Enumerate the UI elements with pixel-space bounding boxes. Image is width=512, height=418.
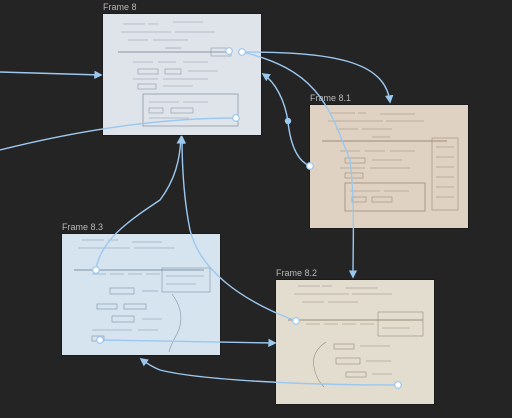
connection-frame-8-1-to-frame-8[interactable] (261, 73, 311, 167)
connection-frame-8-3-to-frame-8-2[interactable] (99, 338, 277, 348)
connection-frame-8-2-to-frame-8[interactable] (177, 135, 297, 322)
frame-8-2-sketch (288, 285, 424, 388)
connection-frame-8-to-frame-8-1[interactable] (241, 51, 394, 104)
connection-frame-8-2-to-frame-8-3[interactable] (139, 357, 399, 386)
frame-8-3-label[interactable]: Frame 8.3 (62, 222, 104, 232)
frame-8-1-label[interactable]: Frame 8.1 (310, 93, 352, 103)
frame-8[interactable] (103, 14, 261, 135)
frame-8-sketch (118, 21, 239, 127)
connection-offscreen-to-frame-8[interactable] (0, 70, 103, 79)
connection-frame-8-to-offscreen[interactable] (0, 117, 237, 151)
frame-8-1[interactable] (310, 105, 468, 228)
frame-8-3[interactable] (62, 234, 220, 355)
frame-8-2[interactable] (276, 280, 434, 404)
connection-frame-8-3-to-frame-8[interactable] (95, 135, 185, 271)
frame-8-3-sketch (74, 239, 211, 353)
frame-8-1-sketch (322, 112, 459, 212)
connection-frame-8-to-frame-8-2[interactable] (241, 51, 358, 279)
frame-8-label[interactable]: Frame 8 (103, 2, 137, 12)
frame-8-2-label[interactable]: Frame 8.2 (276, 268, 318, 278)
